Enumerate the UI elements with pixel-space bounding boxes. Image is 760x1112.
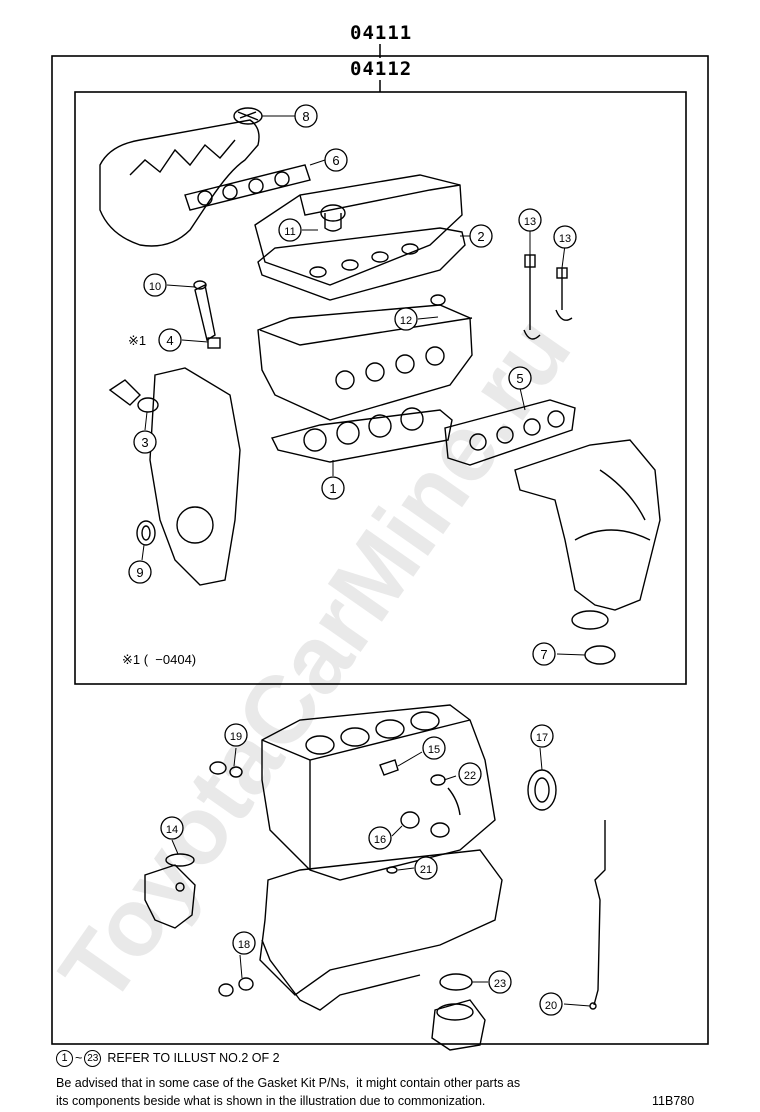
block-seal (400, 811, 420, 829)
exhaust-pipe-gasket (584, 645, 616, 665)
callout-21 (414, 856, 438, 880)
callout-9 (128, 560, 152, 584)
illustration-code: 11B780 (652, 1094, 695, 1108)
exhaust-manifold-gasket (444, 399, 576, 466)
callout-13b (553, 225, 577, 249)
range-to-badge: 23 (84, 1050, 102, 1067)
oil-filter-gasket (439, 973, 473, 991)
timing-oil-seal (136, 520, 156, 546)
inner-frame (74, 91, 687, 685)
callout-15 (422, 736, 446, 760)
exhaust-valve (555, 268, 573, 321)
callout-19-label: 19 (230, 731, 242, 743)
callout-1-label: 1 (329, 481, 336, 496)
cylinder-head-cover-gasket (257, 227, 466, 301)
callout-5-label: 5 (516, 371, 523, 386)
refer-text: REFER TO ILLUST NO.2 OF 2 (107, 1051, 280, 1065)
callout-6-label: 6 (332, 153, 339, 168)
callout-10 (143, 273, 167, 297)
cylinder-head (257, 304, 473, 421)
drain-plug-gasket (209, 761, 227, 775)
asterisk-mark: ※1 (128, 333, 146, 348)
kit-number-inner: 04112 (350, 58, 413, 80)
callout-18 (232, 931, 256, 955)
asterisk-note: ※1 ( −0404) (122, 652, 196, 667)
water-inlet-gasket (137, 397, 159, 413)
callout-20 (539, 992, 563, 1016)
callout-14-label: 14 (166, 824, 178, 836)
callout-13a-label: 13 (524, 216, 536, 228)
callout-23-label: 23 (494, 978, 506, 990)
callout-12 (394, 307, 418, 331)
callout-17 (530, 724, 554, 748)
callout-19 (224, 723, 248, 747)
range-separator: ~ (75, 1051, 83, 1065)
outer-frame (51, 55, 709, 1045)
callout-17-label: 17 (536, 732, 548, 744)
callout-23 (488, 970, 512, 994)
callout-12-label: 12 (400, 315, 412, 327)
callout-16-label: 16 (374, 834, 386, 846)
callout-13b-label: 13 (559, 233, 571, 245)
callout-1 (321, 476, 345, 500)
range-from-badge: 1 (56, 1050, 73, 1067)
cylinder-block (261, 704, 496, 881)
callout-16 (368, 826, 392, 850)
cylinder-head-cover (254, 174, 463, 286)
fuel-injector (194, 283, 216, 342)
callout-5 (508, 366, 532, 390)
callout-14 (160, 816, 184, 840)
intake-manifold-gasket (184, 164, 311, 211)
callout-20-label: 20 (545, 1000, 557, 1012)
callout-15-label: 15 (428, 744, 440, 756)
callout-2 (469, 224, 493, 248)
callout-4-label: 4 (166, 333, 173, 348)
crankshaft-rear-oil-seal (527, 769, 557, 811)
advice-line-2: its components beside what is shown in t… (56, 1094, 486, 1108)
callout-3 (133, 430, 157, 454)
oil-pan (259, 849, 503, 996)
callout-9-label: 9 (136, 565, 143, 580)
callout-7-label: 7 (540, 647, 547, 662)
callout-2-label: 2 (477, 229, 484, 244)
callout-21-label: 21 (420, 864, 432, 876)
callout-8-label: 8 (302, 109, 309, 124)
callout-13a (518, 208, 542, 232)
advice-line-1: Be advised that in some case of the Gask… (56, 1076, 521, 1090)
callout-18-label: 18 (238, 939, 250, 951)
callout-22-label: 22 (464, 770, 476, 782)
callout-11-label: 11 (284, 226, 295, 238)
cylinder-head-gasket (270, 409, 453, 463)
callout-11 (278, 218, 302, 242)
footer-refer: 1 ~ 23 REFER TO ILLUST NO.2 OF 2 (56, 1050, 280, 1067)
timing-chain-cover (149, 367, 241, 586)
callout-4 (158, 328, 182, 352)
callout-22 (458, 762, 482, 786)
oil-level-gauge-guide (593, 820, 606, 1006)
callout-8 (294, 104, 318, 128)
water-pump (144, 864, 196, 929)
callout-7 (532, 642, 556, 666)
callout-6 (324, 148, 348, 172)
exhaust-manifold (514, 439, 661, 611)
callout-10-label: 10 (149, 281, 161, 293)
kit-number-top: 04111 (350, 22, 413, 44)
callout-3-label: 3 (141, 435, 148, 450)
intake-manifold (99, 119, 260, 247)
